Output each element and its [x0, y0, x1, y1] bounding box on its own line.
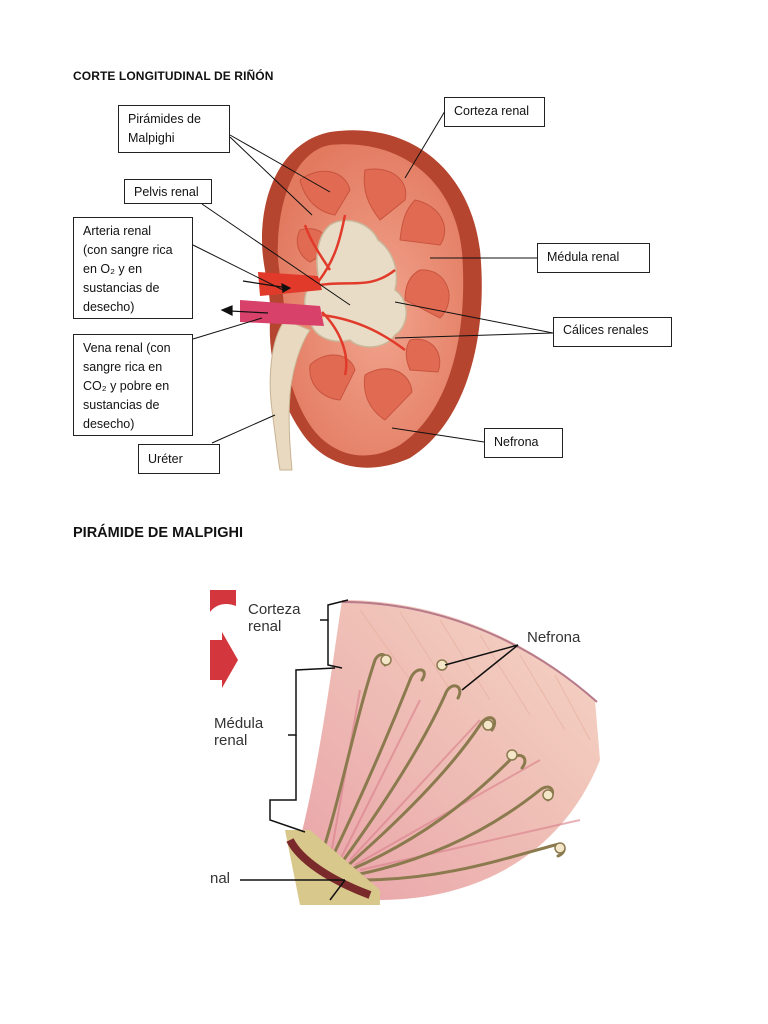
pyramid-fan — [300, 600, 600, 900]
pyramid-label-pelvis-fragment: nal — [210, 870, 230, 887]
label-arteria-renal: Arteria renal (con sangre rica en O₂ y e… — [73, 217, 193, 319]
renal-artery-shape — [258, 272, 322, 296]
glomerulus — [380, 654, 392, 666]
renal-vein-shape — [240, 300, 324, 326]
pyramid-shape — [363, 168, 407, 221]
label-line: Corteza — [248, 601, 301, 618]
section-title-kidney: CORTE LONGITUDINAL DE RIÑÓN — [73, 69, 274, 83]
label-corteza-renal: Corteza renal — [444, 97, 545, 127]
label-calices-renales: Cálices renales — [553, 317, 672, 347]
label-line: Corteza renal — [454, 104, 530, 118]
label-piramides-malpighi: Pirámides de Malpighi — [118, 105, 230, 153]
glomerulus — [542, 789, 554, 801]
ureter-shape — [269, 319, 311, 471]
label-nefrona: Nefrona — [484, 428, 563, 458]
pyramid-label-corteza: Corteza renal — [248, 601, 301, 635]
label-line: en O₂ y en — [83, 262, 143, 276]
label-vena-renal: Vena renal (con sangre rica en CO₂ y pob… — [73, 334, 193, 436]
label-line: sustancias de — [83, 398, 160, 412]
label-pelvis-renal: Pelvis renal — [124, 179, 212, 204]
label-medula-renal: Médula renal — [537, 243, 650, 273]
label-line: desecho) — [83, 417, 135, 431]
label-line: Uréter — [148, 452, 183, 466]
label-line: renal — [248, 618, 282, 635]
label-ureter: Uréter — [138, 444, 220, 474]
label-line: Médula — [214, 715, 264, 732]
pyramid-shape — [404, 269, 450, 319]
red-arrow-shape — [210, 632, 238, 688]
label-line: Pirámides de — [128, 112, 201, 126]
kidney-cross-section-illustration — [192, 110, 554, 471]
label-line: (con sangre rica — [83, 243, 173, 257]
pyramid-shape — [405, 338, 441, 373]
label-line: Cálices renales — [563, 323, 649, 337]
label-line: renal — [214, 732, 248, 749]
label-line: Malpighi — [128, 131, 175, 145]
red-arrow-shape — [210, 590, 236, 612]
label-line: sustancias de — [83, 281, 160, 295]
pyramid-shape — [363, 368, 413, 421]
label-line: Vena renal (con — [83, 341, 171, 355]
label-line: Nefrona — [527, 629, 581, 646]
label-line: sangre rica en — [83, 360, 163, 374]
label-line: Nefrona — [494, 435, 539, 449]
pyramid-label-nefrona: Nefrona — [527, 629, 580, 646]
glomerulus — [506, 749, 518, 761]
label-line: desecho) — [83, 300, 135, 314]
label-line: nal — [210, 870, 231, 887]
pyramid-shape — [399, 199, 446, 246]
glomerulus — [482, 719, 494, 731]
label-line: Médula renal — [547, 250, 620, 264]
label-line: Arteria renal — [83, 224, 152, 238]
glomerulus — [554, 842, 566, 854]
pyramid-label-medula: Médula renal — [214, 715, 263, 749]
label-line: Pelvis renal — [134, 185, 199, 199]
label-line: CO₂ y pobre en — [83, 379, 170, 393]
section-title-pyramid: PIRÁMIDE DE MALPIGHI — [73, 525, 243, 541]
pyramid-shape — [309, 354, 356, 401]
